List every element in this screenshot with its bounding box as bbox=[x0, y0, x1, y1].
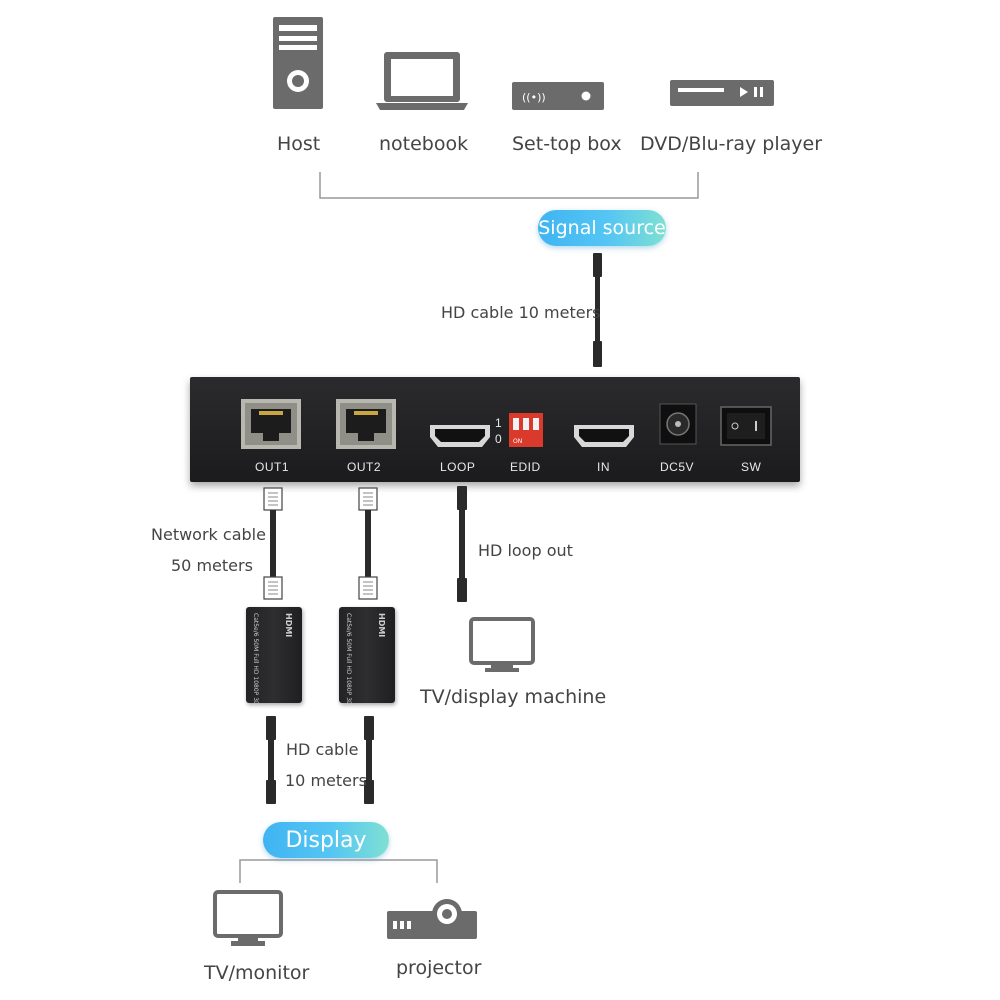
network-cable-label-1: Network cable bbox=[151, 525, 266, 544]
port-label-out2: OUT2 bbox=[347, 460, 382, 474]
signal-source-badge: Signal source bbox=[538, 210, 666, 246]
svg-text:((•)): ((•)) bbox=[522, 91, 546, 104]
extender-1-brand: HDMI bbox=[284, 613, 293, 638]
display-label-projector: projector bbox=[396, 957, 482, 979]
display-badge: Display bbox=[263, 822, 389, 858]
in-hdmi-port bbox=[574, 425, 634, 447]
set-top-box-icon: ((•)) bbox=[512, 82, 604, 110]
source-label-notebook: notebook bbox=[379, 133, 469, 155]
monitor-icon bbox=[213, 890, 283, 946]
host-tower-icon bbox=[273, 17, 323, 109]
laptop-icon bbox=[376, 52, 468, 110]
extender-2-brand: HDMI bbox=[377, 613, 386, 638]
edid-dip-switch: ON bbox=[509, 413, 543, 447]
port-label-loop: LOOP bbox=[440, 460, 476, 474]
source-label-set-top-box: Set-top box bbox=[512, 133, 622, 155]
input-cable-label: HD cable 10 meters bbox=[441, 303, 601, 322]
port-label-dc5v: DC5V bbox=[660, 460, 695, 474]
network-cable-label-2: 50 meters bbox=[171, 556, 253, 575]
signal-source-text: Signal source bbox=[538, 217, 666, 239]
svg-text:ON: ON bbox=[513, 438, 522, 445]
out2-rj45-port bbox=[336, 399, 396, 449]
dc5v-power-jack bbox=[659, 403, 697, 445]
dvd-player-icon bbox=[670, 80, 774, 106]
out1-rj45-port bbox=[241, 399, 301, 449]
edid-mark-0: 0 bbox=[495, 432, 503, 446]
display-label-monitor: TV/monitor bbox=[204, 962, 310, 984]
extender-2-text: Cat5e/6 50M Full HD 1080P 3D bbox=[345, 613, 352, 706]
output-cable-label-2: 10 meters bbox=[285, 771, 367, 790]
output-cable-label-1: HD cable bbox=[286, 740, 359, 759]
loop-out-label: HD loop out bbox=[478, 541, 573, 560]
extender-1-text: Cat5e/6 50M Full HD 1080P 3D bbox=[252, 613, 259, 706]
extender-receiver-2: Cat5e/6 50M Full HD 1080P 3D HDMI bbox=[339, 607, 395, 706]
display-badge-text: Display bbox=[285, 827, 367, 853]
loop-hdmi-port bbox=[430, 425, 490, 447]
port-label-edid: EDID bbox=[510, 460, 541, 474]
port-label-out1: OUT1 bbox=[255, 460, 290, 474]
extender-receiver-1: Cat5e/6 50M Full HD 1080P 3D HDMI bbox=[246, 607, 302, 706]
port-label-in: IN bbox=[597, 460, 610, 474]
loop-display-label: TV/display machine bbox=[420, 686, 607, 708]
sw-power-switch bbox=[720, 406, 772, 446]
source-label-dvd: DVD/Blu-ray player bbox=[640, 133, 823, 155]
edid-mark-1: 1 bbox=[495, 416, 503, 430]
source-label-host: Host bbox=[277, 133, 321, 155]
projector-icon bbox=[387, 899, 477, 939]
tv-display-icon bbox=[469, 617, 535, 672]
port-label-sw: SW bbox=[741, 460, 762, 474]
